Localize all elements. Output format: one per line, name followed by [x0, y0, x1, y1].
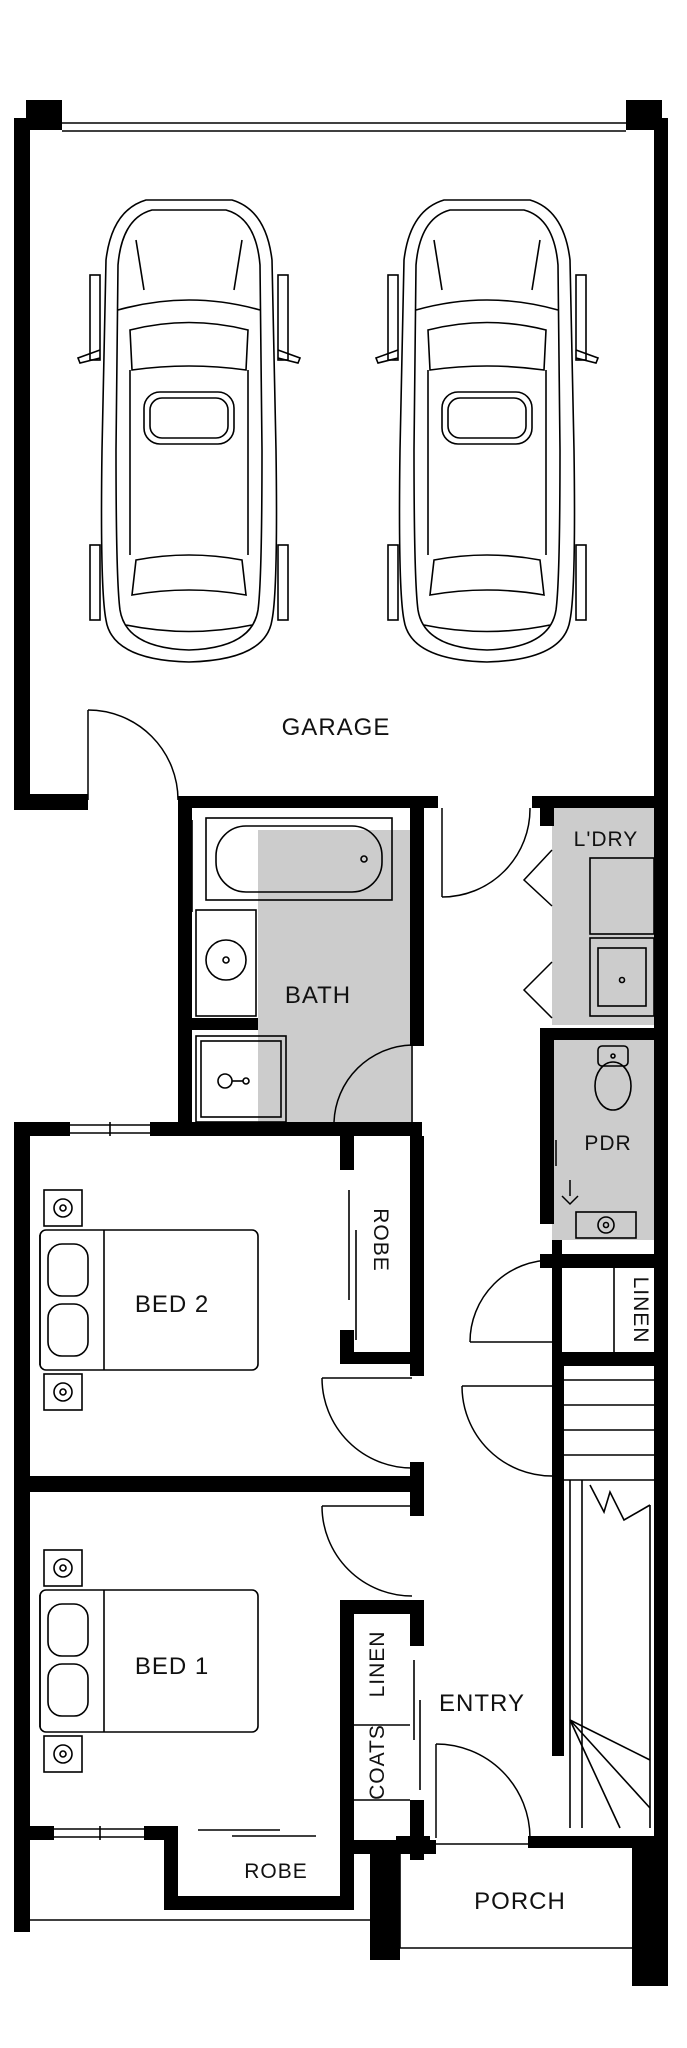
bed2-robe-label: ROBE: [369, 1208, 392, 1272]
garage-side-door[interactable]: [87, 709, 179, 801]
porch-outline: [30, 1843, 632, 1949]
entry-label: ENTRY: [439, 1690, 525, 1717]
coats-label: COATS: [366, 1724, 389, 1800]
bed1-robe-label: ROBE: [244, 1860, 308, 1883]
bath-label: BATH: [285, 982, 351, 1009]
linen-upper-walls: [552, 1240, 668, 1366]
entry-door[interactable]: [435, 1743, 531, 1839]
powder-door[interactable]: [555, 1140, 579, 1206]
washing-machine: [589, 857, 655, 935]
bed2-bed: [39, 1189, 259, 1411]
staircase: [552, 1366, 658, 1829]
powder-wet-area: [552, 1040, 658, 1240]
bed2-window: [70, 1122, 150, 1136]
garage-door[interactable]: [62, 122, 626, 132]
bed2-robe-doors[interactable]: [348, 1190, 357, 1340]
bed1-walls: [14, 1492, 436, 1910]
bath-vanity: [195, 909, 257, 1017]
laundry-label: L'DRY: [574, 828, 639, 851]
bath-door[interactable]: [333, 1044, 413, 1123]
bed1-door[interactable]: [321, 1505, 413, 1597]
shower: [195, 1035, 287, 1123]
garage-walls: [14, 100, 668, 810]
toilet: [594, 1045, 632, 1111]
bathtub: [205, 817, 393, 901]
linen-upper-label: LINEN: [629, 1277, 652, 1344]
laundry-wet-area: [552, 805, 658, 1025]
linen-coats-cupboards: [354, 1724, 410, 1801]
powder-label: PDR: [584, 1132, 631, 1155]
bed1-bed: [39, 1549, 259, 1773]
bed1-robe-doors[interactable]: [198, 1829, 316, 1837]
bed1-window: [54, 1826, 144, 1840]
car-1: [76, 199, 302, 663]
powder-basin: [575, 1211, 637, 1239]
linen-coats-doors[interactable]: [413, 1660, 421, 1790]
bath-window: [184, 820, 193, 912]
laundry-tub: [589, 937, 655, 1017]
laundry-walls: [532, 796, 668, 1976]
bath-walls: [178, 796, 438, 1134]
stair-cupboard-door[interactable]: [461, 1385, 553, 1477]
porch-label: PORCH: [474, 1888, 566, 1915]
garage-hall-door[interactable]: [441, 807, 531, 898]
porch-walls: [14, 1836, 668, 1986]
linen-lower-label: LINEN: [366, 1631, 389, 1698]
bath-wet-area: [258, 830, 413, 1125]
garage-label: GARAGE: [282, 714, 391, 741]
bed2-label: BED 2: [135, 1291, 209, 1318]
bed2-door[interactable]: [321, 1377, 413, 1469]
laundry-bifold-doors[interactable]: [522, 849, 553, 1019]
linen-upper-door[interactable]: [469, 1259, 553, 1343]
car-2: [374, 199, 600, 663]
bed1-label: BED 1: [135, 1653, 209, 1680]
